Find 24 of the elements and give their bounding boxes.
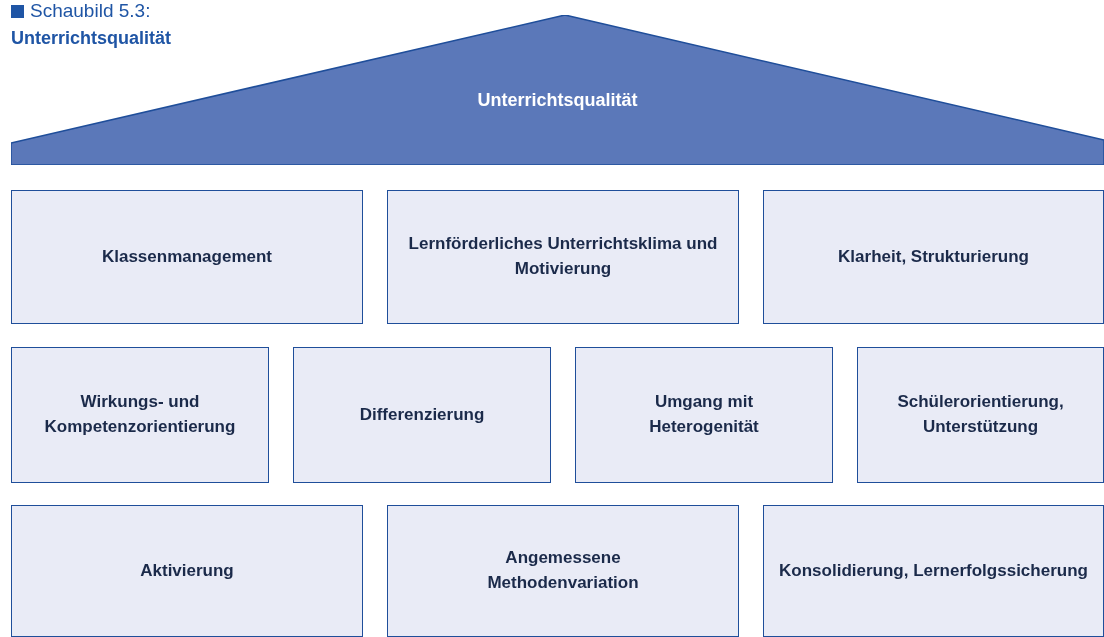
box-label: Umgang mit Heterogenität (648, 391, 760, 438)
category-box (293, 347, 551, 483)
category-box (763, 505, 1104, 637)
roof-label: Unterrichtsqualität (477, 89, 638, 111)
category-box (11, 347, 269, 483)
category-box (387, 190, 739, 324)
box-label: Lernförderliches Unterrichtsklima und Motivierung (407, 233, 719, 280)
box-label: Differenzierung (359, 403, 485, 426)
box-label: Wirkungs- und Kompetenzorientierung (43, 391, 237, 438)
box-label: Angemessene Methodenvariation (486, 547, 640, 594)
category-box (11, 505, 363, 637)
box-label: Klassenmanagement (101, 245, 273, 268)
category-box (575, 347, 833, 483)
category-box (387, 505, 739, 637)
box-label: Aktivierung (140, 559, 234, 582)
figure-label: Schaubild 5.3: (30, 0, 151, 22)
box-label: Schülerorientierung, Unterstützung (896, 391, 1065, 438)
category-box (11, 190, 363, 324)
box-label: Konsolidierung, Lernerfolgssicherung (779, 559, 1088, 582)
roof-shape (11, 15, 1104, 165)
box-label: Klarheit, Strukturierung (838, 245, 1029, 268)
category-box (857, 347, 1104, 483)
category-box (763, 190, 1104, 324)
title: Unterrichtsqualität (11, 28, 172, 49)
